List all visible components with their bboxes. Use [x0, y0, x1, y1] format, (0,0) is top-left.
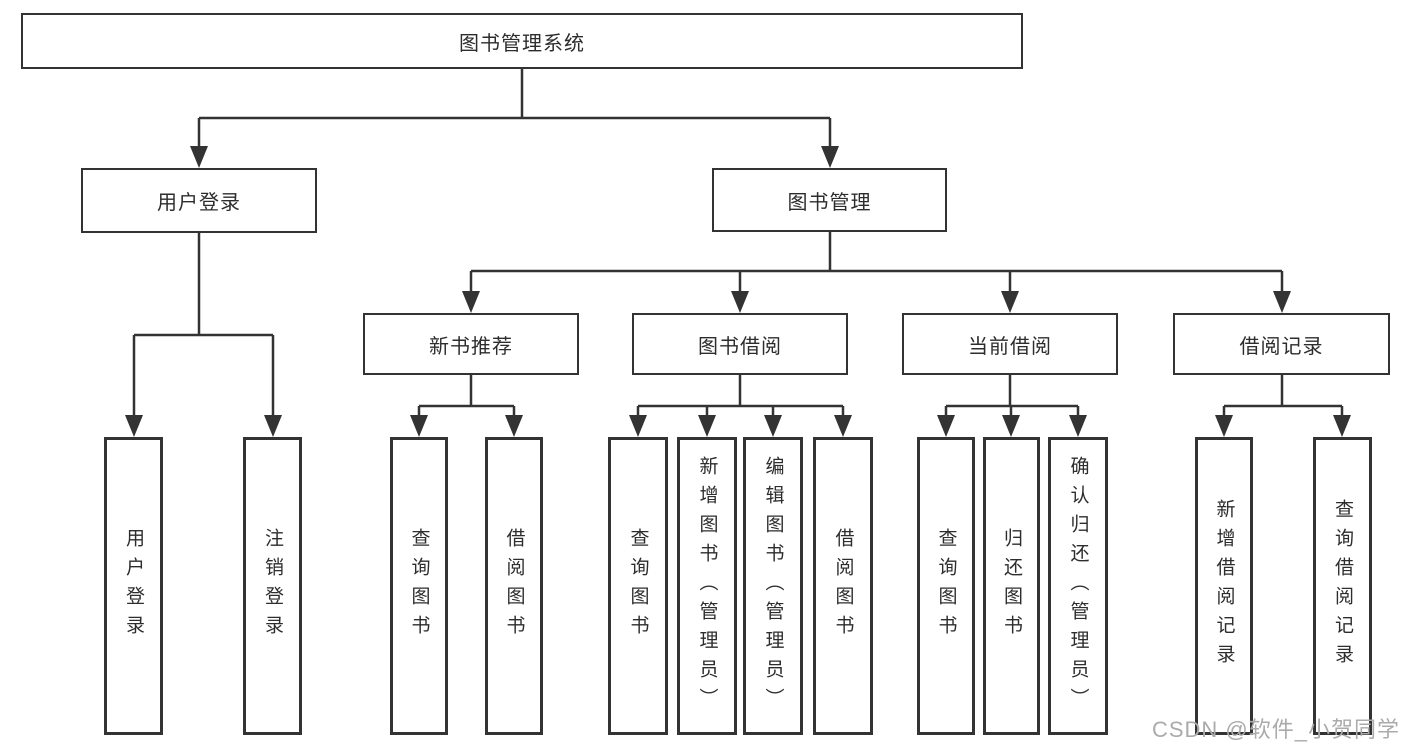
node-label: 图书管理: [787, 191, 872, 214]
leaf-label: 确认归还（管理员）: [1067, 455, 1089, 717]
node-library-management-system: 图书管理系统: [21, 13, 1023, 69]
node-label: 用户登录: [157, 192, 241, 214]
leaf-label: 查询图书: [408, 528, 430, 644]
node-label: 借阅记录: [1239, 335, 1324, 358]
leaf-query-books-recommend: 查询图书: [390, 437, 448, 735]
node-new-book-recommend: 新书推荐: [363, 313, 579, 375]
leaf-label: 编辑图书（管理员）: [762, 455, 784, 717]
leaf-add-borrow-record: 新增借阅记录: [1195, 437, 1253, 735]
leaf-label: 查询借阅记录: [1332, 499, 1353, 673]
leaf-return-books: 归还图书: [983, 437, 1040, 735]
node-book-borrowing: 图书借阅: [632, 313, 848, 375]
leaf-borrow-books-recommend: 借阅图书: [485, 437, 543, 735]
node-label: 当前借阅: [968, 335, 1052, 358]
leaf-user-login: 用户登录: [104, 437, 163, 735]
node-user-login: 用户登录: [81, 168, 317, 233]
leaf-label: 新增借阅记录: [1213, 499, 1235, 673]
node-label: 新书推荐: [429, 335, 513, 358]
leaf-logout: 注销登录: [243, 437, 302, 735]
csdn-watermark: CSDN @软件_小贺同学: [1151, 717, 1400, 742]
leaf-label: 查询图书: [627, 528, 649, 644]
leaf-label: 归还图书: [1001, 528, 1022, 644]
leaf-confirm-return-admin: 确认归还（管理员）: [1048, 437, 1108, 735]
node-book-management: 图书管理: [712, 168, 947, 232]
leaf-label: 查询图书: [935, 528, 957, 644]
leaf-edit-books-admin: 编辑图书（管理员）: [743, 437, 803, 735]
leaf-label: 用户登录: [123, 528, 144, 644]
leaf-query-borrow-record: 查询借阅记录: [1313, 437, 1372, 735]
leaf-borrow-books: 借阅图书: [813, 437, 873, 735]
node-label: 图书管理系统: [459, 32, 585, 55]
leaf-label: 借阅图书: [832, 528, 854, 644]
leaf-add-books-admin: 新增图书（管理员）: [677, 437, 737, 735]
node-current-borrowing: 当前借阅: [902, 313, 1118, 375]
leaf-label: 借阅图书: [503, 528, 525, 644]
leaf-label: 注销登录: [262, 528, 283, 644]
leaf-query-books-current: 查询图书: [917, 437, 975, 735]
node-label: 图书借阅: [698, 335, 782, 358]
leaf-query-books-borrowing: 查询图书: [608, 437, 668, 735]
node-borrowing-records: 借阅记录: [1173, 313, 1390, 375]
leaf-label: 新增图书（管理员）: [696, 455, 718, 717]
